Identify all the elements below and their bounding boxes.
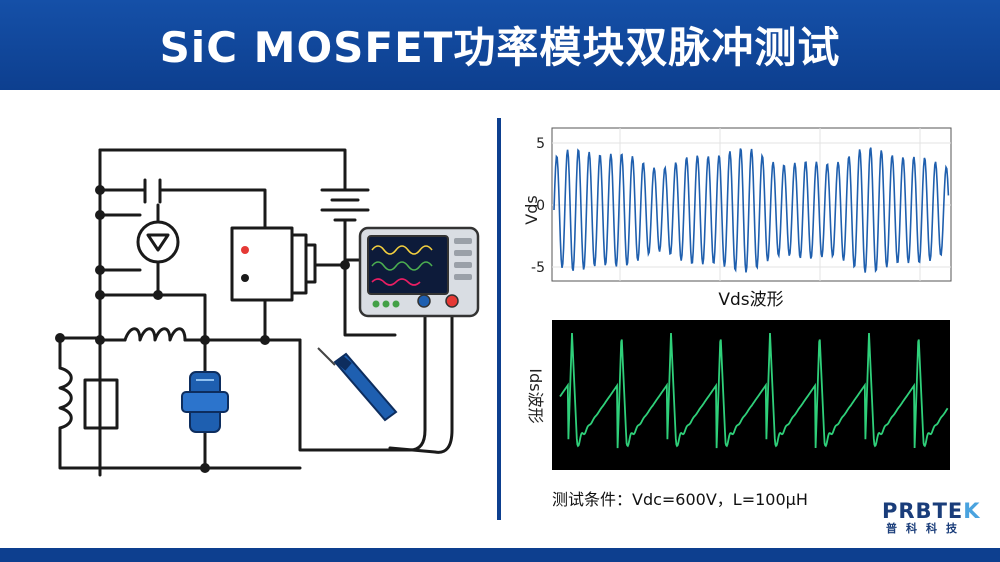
ids-waveform-line [559,332,949,449]
company-logo: PRBTEK 普科科技 [882,500,986,536]
oscilloscope-icon [358,226,480,318]
vds-ytick-0: 0 [536,198,545,214]
header-bar: SiC MOSFET功率模块双脉冲测试 [0,0,1000,90]
logo-subtitle: 普科科技 [886,522,966,535]
page-title: SiC MOSFET功率模块双脉冲测试 [159,23,841,72]
vds-waveform-line [553,147,950,274]
logo-name-main: PRBTE [882,499,964,523]
panel-divider [497,118,501,520]
ids-ylabel: Ids波形 [526,368,545,423]
vds-ylabel: Vds [522,195,541,224]
double-pulse-circuit-diagram [55,148,480,477]
logo-name-accent: K [963,499,981,523]
vds-ytick-5: 5 [536,136,545,152]
voltage-probe-icon [317,347,398,422]
test-conditions: 测试条件：Vdc=600V，L=100μH [552,490,808,509]
ids-waveform-chart: Ids波形 [526,320,950,470]
vds-caption: Vds波形 [718,290,783,310]
footer-bar [0,548,1000,562]
vds-ytick-neg5: -5 [531,260,545,276]
vds-waveform-chart: 5 0 -5 Vds Vds波形 [522,127,952,310]
current-probe-icon [181,371,229,433]
